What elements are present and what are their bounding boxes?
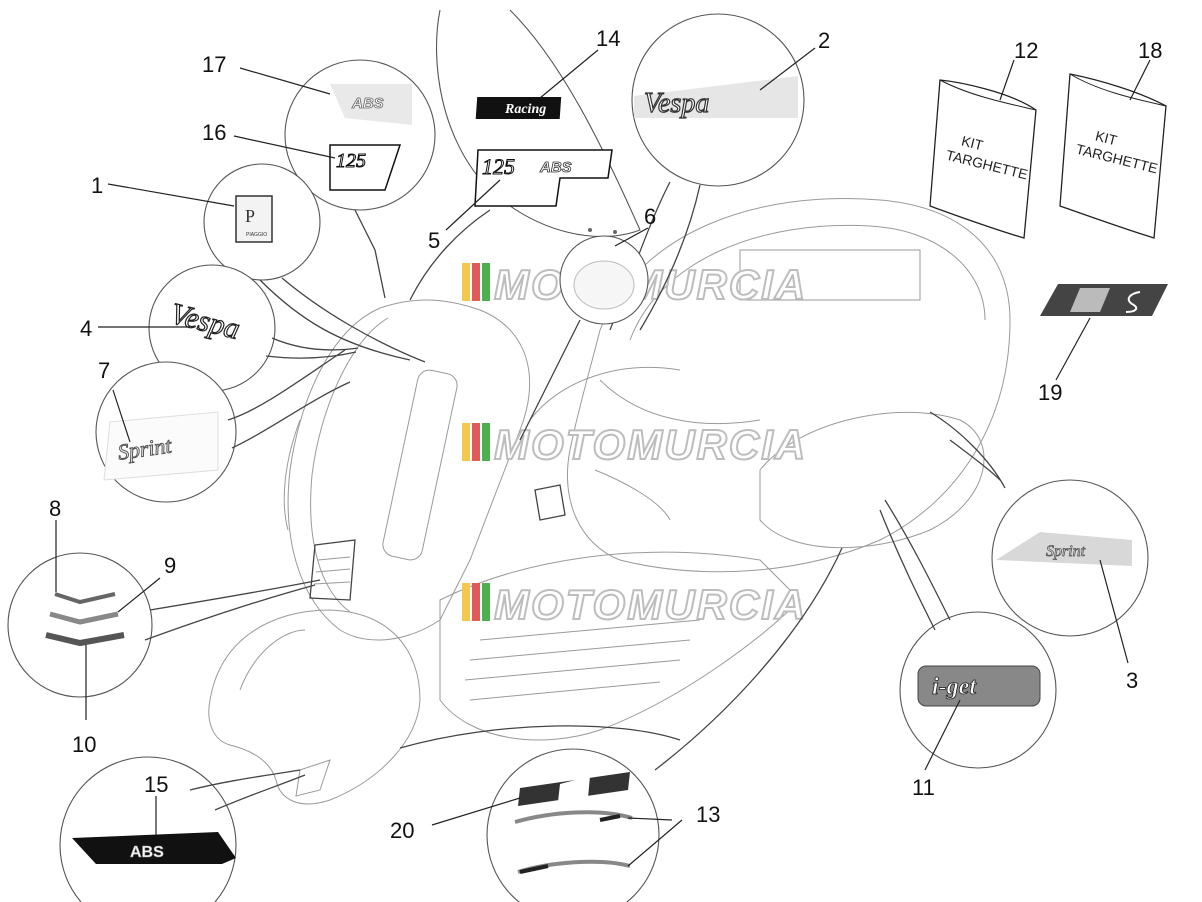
kit-targhette-18: KIT TARGHETTE bbox=[1059, 73, 1167, 239]
scooter-body-outline bbox=[208, 198, 1011, 805]
watermark-text: MOTOMURCIA bbox=[494, 421, 807, 468]
vespa-top-text: Vespa bbox=[644, 88, 709, 119]
watermark-text: MOTOMURCIA bbox=[494, 261, 807, 308]
badge-125-small-text: 125 bbox=[336, 150, 366, 172]
kit-targhette-12: KIT TARGHETTE bbox=[929, 79, 1037, 239]
stripe-19 bbox=[1040, 284, 1168, 316]
piaggio-logo-text: PIAGGIO bbox=[246, 232, 267, 238]
bubble-sprint-front: Sprint bbox=[95, 349, 351, 503]
watermark-bottom: MOTOMURCIA bbox=[462, 580, 807, 629]
iget-logo-text: i-get bbox=[932, 674, 977, 700]
watermark-text: MOTOMURCIA bbox=[494, 581, 807, 628]
callout-8: 8 bbox=[49, 496, 61, 521]
bubble-iget: i-get bbox=[879, 499, 1057, 769]
bubble-vespa-top: Vespa bbox=[609, 13, 805, 331]
callout-5: 5 bbox=[428, 228, 440, 253]
watermark-top: MOTOMURCIA bbox=[462, 260, 807, 309]
badge-125-text: 125 bbox=[482, 154, 515, 179]
kit-12-line1: KIT bbox=[960, 133, 985, 154]
callout-3: 3 bbox=[1126, 668, 1138, 693]
bubble-abs-125: ABS 125 bbox=[284, 59, 436, 299]
bubble-sprint-rear: Sprint bbox=[929, 411, 1149, 637]
piaggio-logo-letter: P bbox=[245, 206, 255, 226]
bubble-racing-125abs: Racing 125 ABS bbox=[409, 9, 641, 301]
callout-7: 7 bbox=[98, 358, 110, 383]
callout-18: 18 bbox=[1138, 38, 1162, 63]
bubble-piaggio: P PIAGGIO bbox=[203, 163, 426, 363]
callout-11: 11 bbox=[912, 775, 935, 800]
callout-numbers: 1 2 3 4 5 6 7 8 9 10 11 12 13 14 15 16 1… bbox=[49, 26, 1162, 843]
bubble-chevrons bbox=[7, 552, 321, 698]
watermark-middle: MOTOMURCIA bbox=[462, 420, 807, 469]
leader-lines bbox=[55, 47, 1151, 867]
callout-15: 15 bbox=[144, 772, 168, 797]
kit-18-line1: KIT bbox=[1094, 128, 1119, 149]
callout-9: 9 bbox=[164, 553, 176, 578]
callout-19: 19 bbox=[1038, 380, 1062, 405]
callout-2: 2 bbox=[818, 28, 830, 53]
stripe-13-upper-icon bbox=[514, 810, 633, 824]
chevron-8-icon bbox=[54, 592, 116, 605]
abs-badge-text: ABS bbox=[351, 95, 384, 112]
callout-16: 16 bbox=[202, 120, 226, 145]
chevron-9-icon bbox=[49, 611, 119, 625]
bubble-abs-bottom: ABS bbox=[59, 756, 306, 902]
callout-4: 4 bbox=[80, 316, 92, 341]
bubble-vespa-side: Vespa bbox=[148, 264, 359, 392]
callout-14: 14 bbox=[596, 26, 620, 51]
racing-badge-text: Racing bbox=[504, 102, 546, 117]
bubble-stripes bbox=[399, 547, 843, 902]
badge-abs-text: ABS bbox=[539, 159, 572, 176]
chevron-10-icon bbox=[45, 632, 125, 647]
bubble-center bbox=[519, 228, 649, 441]
callout-6: 6 bbox=[644, 204, 656, 229]
callout-13: 13 bbox=[696, 802, 720, 827]
callout-12: 12 bbox=[1014, 38, 1038, 63]
callout-17: 17 bbox=[202, 52, 226, 77]
sprint-rear-text: Sprint bbox=[1046, 543, 1086, 560]
callout-10: 10 bbox=[72, 732, 96, 757]
callout-1: 1 bbox=[91, 173, 103, 198]
abs-bottom-text: ABS bbox=[130, 844, 164, 861]
callout-20: 20 bbox=[390, 818, 414, 843]
